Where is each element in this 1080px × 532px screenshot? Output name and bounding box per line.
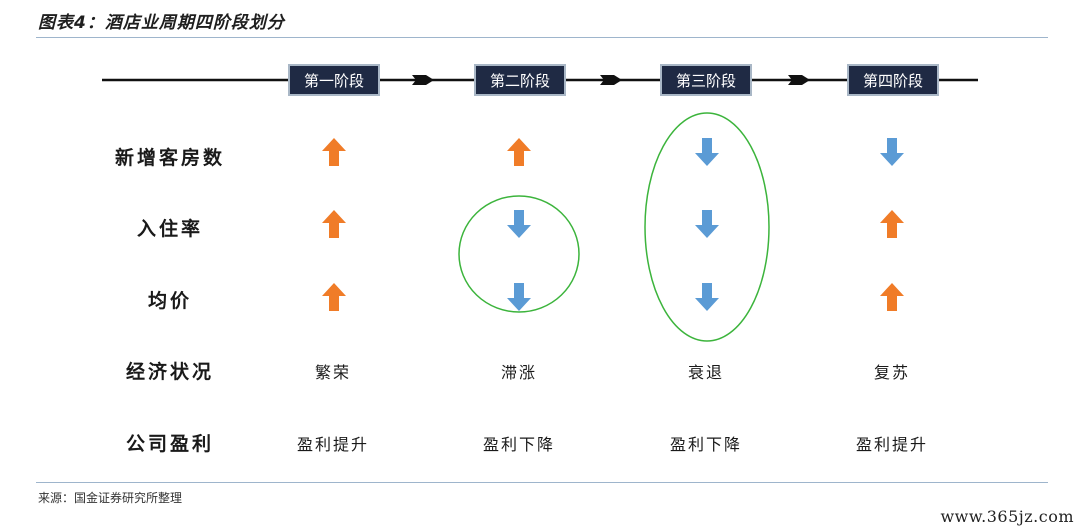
row-label-economy: 经济状况 [125, 361, 214, 383]
stage-3-box: 第三阶段 [660, 64, 752, 96]
title-divider [36, 37, 1048, 38]
profit-stage-1: 盈利提升 [296, 435, 369, 454]
economy-stage-1: 繁荣 [314, 363, 351, 382]
highlight-ellipse-stage-3 [644, 112, 770, 342]
up-arrow-icon [507, 138, 531, 166]
timeline-connector [788, 75, 810, 85]
stage-4-box: 第四阶段 [847, 64, 939, 96]
timeline-connector [412, 75, 434, 85]
economy-stage-2: 滞涨 [500, 363, 537, 382]
up-arrow-icon [322, 210, 346, 238]
profit-stage-2: 盈利下降 [482, 435, 555, 454]
timeline-connector [600, 75, 622, 85]
row-label-occupancy: 入住率 [136, 218, 203, 240]
down-arrow-icon [695, 210, 719, 238]
up-arrow-icon [880, 283, 904, 311]
down-arrow-icon [880, 138, 904, 166]
down-arrow-icon [507, 283, 531, 311]
stage-1-box: 第一阶段 [288, 64, 380, 96]
highlight-ellipse-stage-2 [458, 195, 580, 313]
source-note: 来源：国金证券研究所整理 [38, 491, 183, 505]
footer-divider [36, 482, 1048, 483]
profit-stage-3: 盈利下降 [669, 435, 742, 454]
economy-stage-3: 衰退 [687, 363, 724, 382]
row-label-profit: 公司盈利 [125, 433, 214, 455]
profit-stage-4: 盈利提升 [855, 435, 928, 454]
down-arrow-icon [507, 210, 531, 238]
down-arrow-icon [695, 138, 719, 166]
up-arrow-icon [322, 283, 346, 311]
stage-2-box: 第二阶段 [474, 64, 566, 96]
watermark: www.365jz.com [940, 507, 1074, 526]
down-arrow-icon [695, 283, 719, 311]
figure-title: 图表4：酒店业周期四阶段划分 [38, 13, 285, 33]
up-arrow-icon [322, 138, 346, 166]
up-arrow-icon [880, 210, 904, 238]
row-label-new-rooms: 新增客房数 [114, 147, 225, 169]
row-label-avg-price: 均价 [147, 290, 192, 312]
economy-stage-4: 复苏 [873, 363, 910, 382]
